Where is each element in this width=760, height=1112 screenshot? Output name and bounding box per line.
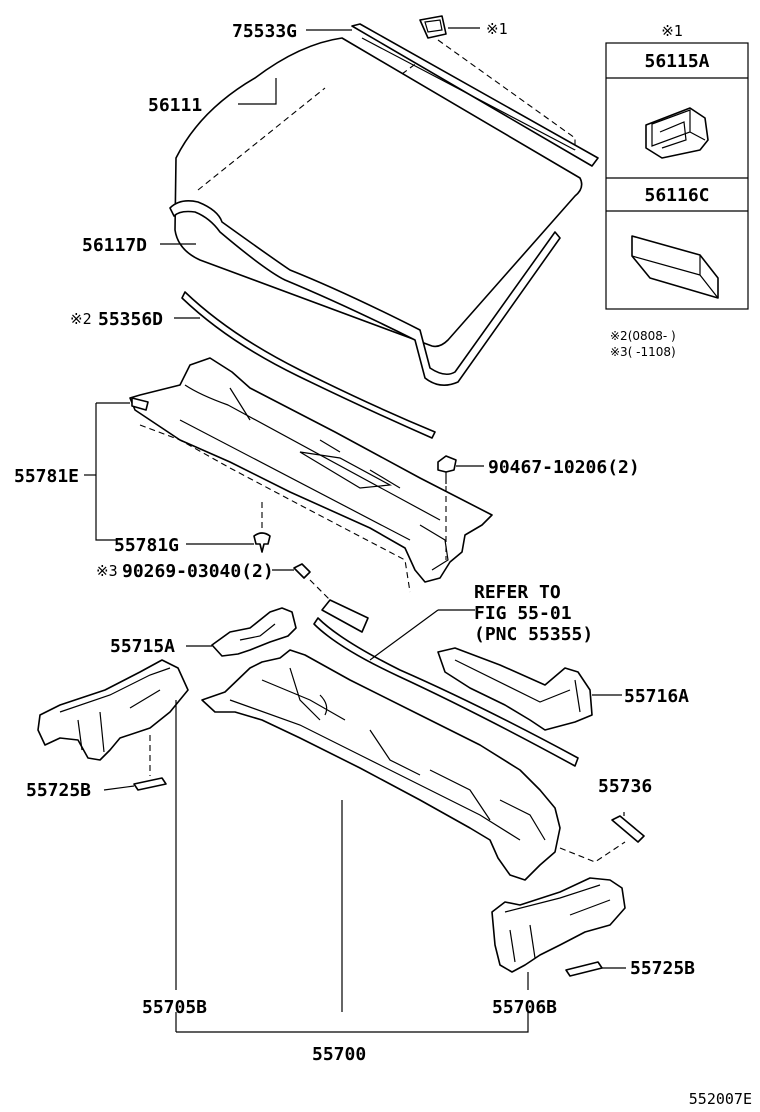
legend-note-2: ※2(0808- ) (610, 329, 676, 343)
label-56111: 56111 (148, 95, 202, 116)
note-mark-2: ※2 (70, 310, 92, 328)
plate-55725B-right (565, 961, 603, 977)
weatherstrip-55356D (181, 291, 436, 439)
cowl-louver-55781E (129, 357, 493, 593)
note-mark-1: ※1 (486, 20, 508, 38)
clip-55781G (253, 532, 271, 553)
label-90467-10206: 90467-10206(2) (488, 457, 640, 478)
label-55356D: 55356D (98, 309, 163, 330)
plate-55736 (559, 815, 645, 863)
legend-note-3: ※3( -1108) (610, 345, 676, 359)
screw-90467-10206 (437, 455, 457, 560)
label-55725B-left: 55725B (26, 780, 91, 801)
label-55715A: 55715A (110, 636, 175, 657)
refer-line-1: REFER TO (474, 582, 561, 603)
label-75533G: 75533G (232, 21, 297, 42)
bracket-55705B (37, 659, 189, 761)
cowl-top-55700 (201, 649, 561, 881)
label-55781G: 55781G (114, 535, 179, 556)
bracket-55715A (211, 607, 297, 657)
legend-item-56116C: 56116C (644, 185, 709, 206)
label-55725B-right: 55725B (630, 958, 695, 979)
panel-55716A (437, 647, 593, 731)
clip-56115A-drawing (645, 107, 709, 159)
refer-line-3: (PNC 55355) (474, 624, 593, 645)
bracket-55706B (491, 877, 626, 973)
label-55706B: 55706B (492, 997, 557, 1018)
refer-line-2: FIG 55-01 (474, 603, 572, 624)
label-55705B: 55705B (142, 997, 207, 1018)
seal-55355 (313, 617, 579, 767)
legend-box: ※1 56115A 56116C ※2(0808- ) ※3( -1108) (605, 22, 749, 359)
bracket-small (321, 599, 369, 633)
dam-56117D (169, 200, 561, 386)
label-55781E: 55781E (14, 466, 79, 487)
legend-item-56115A: 56115A (644, 51, 709, 72)
note-mark-3: ※3 (96, 562, 118, 580)
label-55716A: 55716A (624, 686, 689, 707)
label-55736: 55736 (598, 776, 652, 797)
windshield-glass-56111 (174, 37, 583, 348)
label-56117D: 56117D (82, 235, 147, 256)
moulding-75533G (351, 15, 599, 167)
part-labels: 75533G ※1 56111 56117D ※2 55356D 55781E … (14, 20, 752, 1108)
label-90269-03040: 90269-03040(2) (122, 561, 274, 582)
clip-56116C-drawing (631, 235, 719, 299)
figure-code: 552007E (689, 1090, 752, 1108)
label-55700: 55700 (312, 1044, 366, 1065)
screw-90269-03040 (293, 563, 331, 601)
leader-lines (84, 27, 626, 1033)
legend-header: ※1 (661, 22, 683, 40)
plate-55725B-left (133, 735, 167, 791)
